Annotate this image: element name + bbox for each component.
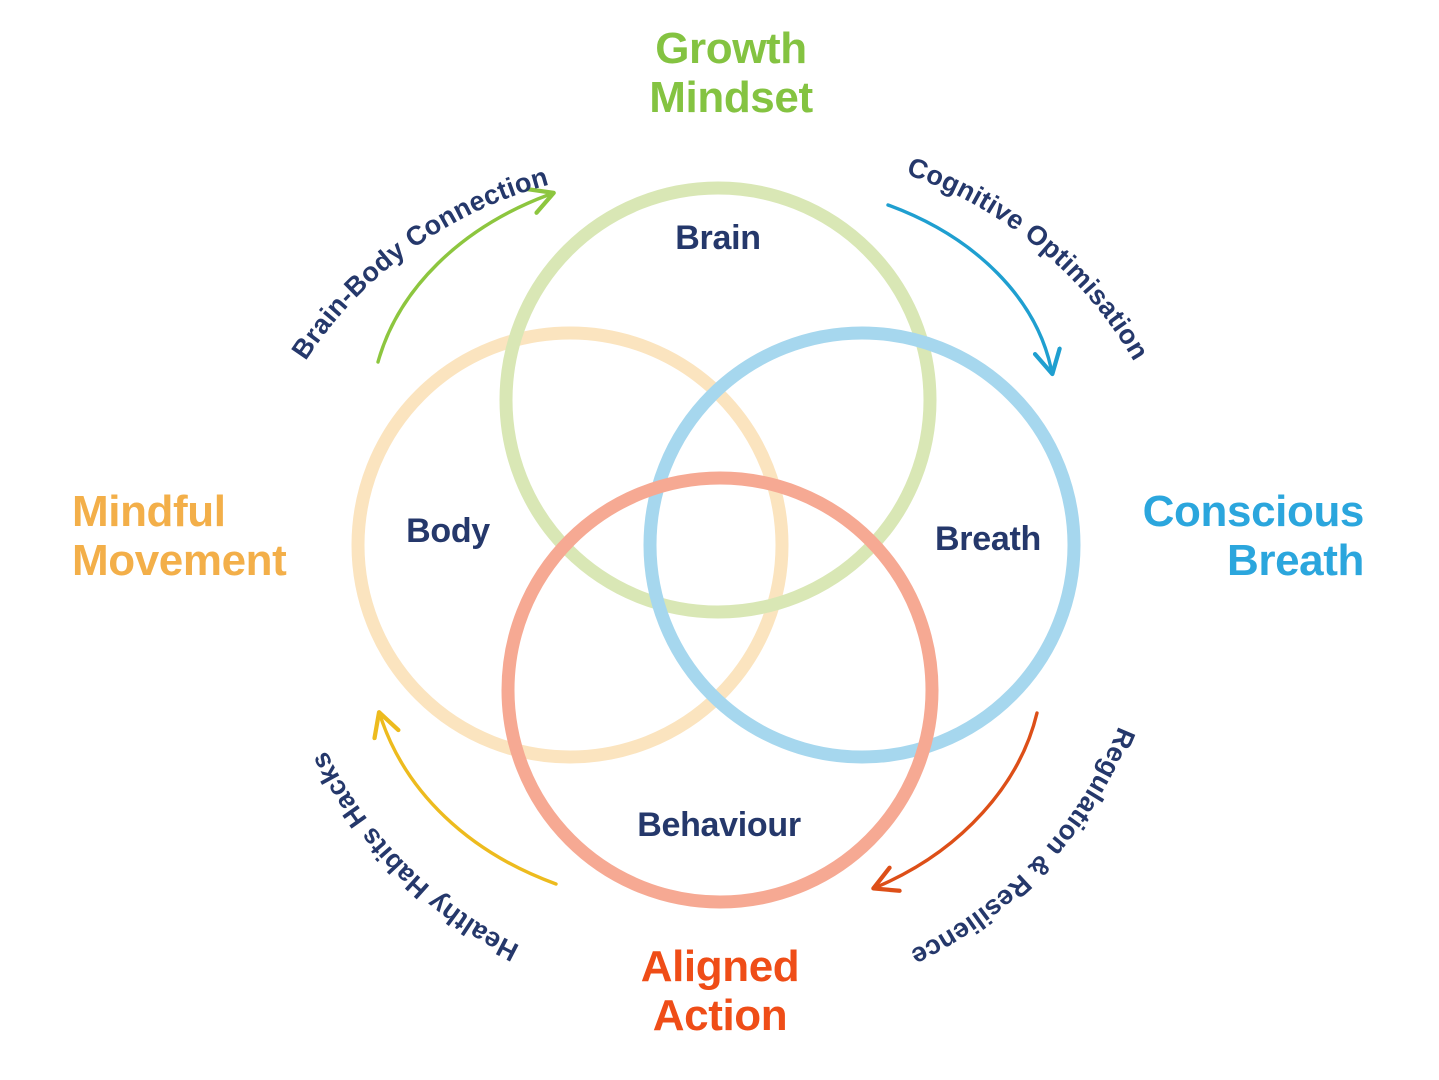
pillar-label-growth-mindset: Growth Mindset [649, 24, 813, 123]
pillar-label-mindful-movement: Mindful Movement [72, 487, 287, 586]
ring-behaviour [501, 471, 939, 909]
arrow-brain-body-connection [376, 195, 548, 364]
arrow-healthy-habits-hacks [381, 718, 558, 886]
node-label-body: Body [406, 512, 490, 550]
node-label-breath: Breath [935, 520, 1041, 558]
ring-body [351, 326, 789, 764]
node-label-behaviour: Behaviour [637, 806, 801, 844]
arrow-cognitive-optimisation [886, 203, 1051, 368]
pillar-label-aligned-action: Aligned Action [640, 942, 800, 1041]
ring-breath [643, 326, 1081, 764]
venn-rings [351, 181, 1081, 909]
ring-brain [499, 181, 937, 619]
connector-label-cognitive-optimisation: Cognitive Optimisation [904, 151, 1155, 365]
connector-labels: Brain-Body Connection Cognitive Optimisa… [286, 151, 1155, 972]
arrow-regulation-resilience [879, 711, 1039, 886]
pillar-label-conscious-breath: Conscious Breath [1142, 487, 1365, 586]
node-label-brain: Brain [675, 219, 761, 257]
connector-arrows [378, 195, 1051, 886]
